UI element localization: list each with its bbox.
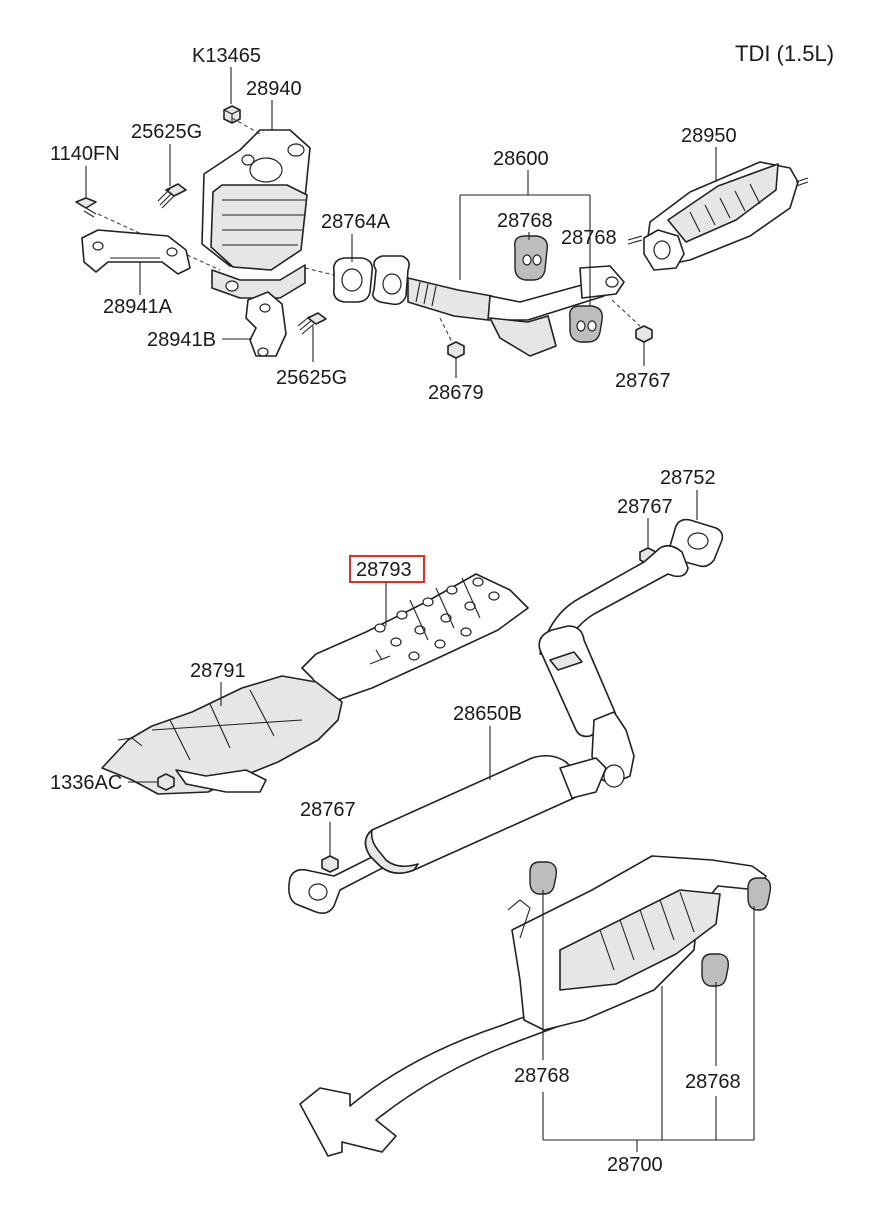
bolt-25625g-bottom[interactable]: [297, 312, 327, 335]
label-28791: 28791: [190, 660, 246, 682]
label-1336ac: 1336AC: [50, 772, 122, 794]
front-pipe-28600[interactable]: [372, 255, 625, 357]
manifold-converter-28940[interactable]: [201, 129, 311, 299]
label-28700: 28700: [607, 1154, 663, 1176]
bracket-28941b[interactable]: [245, 291, 287, 357]
label-28752: 28752: [660, 467, 716, 489]
label-28941a: 28941A: [103, 296, 173, 318]
nut-28767-top[interactable]: [635, 325, 653, 343]
label-28679: 28679: [428, 382, 484, 404]
nut-28679[interactable]: [447, 341, 465, 359]
label-28767-mid: 28767: [617, 496, 673, 518]
label-25625g-bottom: 25625G: [276, 367, 347, 389]
nut-28767-low[interactable]: [321, 855, 339, 873]
label-25625g-top: 25625G: [131, 121, 202, 143]
engine-title: TDI (1.5L): [735, 41, 834, 66]
bracket-28941a[interactable]: [81, 229, 191, 275]
rear-muffler-28700[interactable]: [299, 855, 772, 1157]
bolt-25625g-top[interactable]: [157, 183, 187, 209]
catalytic-converter-28950[interactable]: [627, 161, 809, 271]
heat-shield-28793[interactable]: [301, 573, 529, 703]
label-28768-c: 28768: [514, 1065, 570, 1087]
label-28767-low: 28767: [300, 799, 356, 821]
nut-k13465[interactable]: [223, 105, 241, 124]
label-k13465: K13465: [192, 45, 261, 67]
center-muffler-28650b[interactable]: [288, 754, 607, 914]
label-28940: 28940: [246, 78, 302, 100]
label-28768-a: 28768: [497, 210, 553, 232]
label-28600: 28600: [493, 148, 549, 170]
rubber-hanger-28768-a[interactable]: [514, 235, 548, 281]
label-28764a: 28764A: [321, 211, 391, 233]
label-1140fn: 1140FN: [50, 143, 120, 165]
highlight-box-28793: [349, 555, 425, 583]
rubber-hanger-28768-b[interactable]: [569, 305, 603, 343]
gasket-28764a[interactable]: [332, 257, 374, 303]
label-28768-d: 28768: [685, 1071, 741, 1093]
heat-shield-28791[interactable]: [101, 675, 343, 795]
center-pipe-upper: [538, 544, 689, 788]
label-28941b: 28941B: [147, 329, 216, 351]
label-28768-b: 28768: [561, 227, 617, 249]
label-28767-top: 28767: [615, 370, 671, 392]
nut-1336ac[interactable]: [157, 773, 175, 791]
label-28793[interactable]: 28793: [356, 559, 412, 581]
bolt-1140fn[interactable]: [75, 197, 97, 218]
label-28650b: 28650B: [453, 703, 522, 725]
label-28950: 28950: [681, 125, 737, 147]
